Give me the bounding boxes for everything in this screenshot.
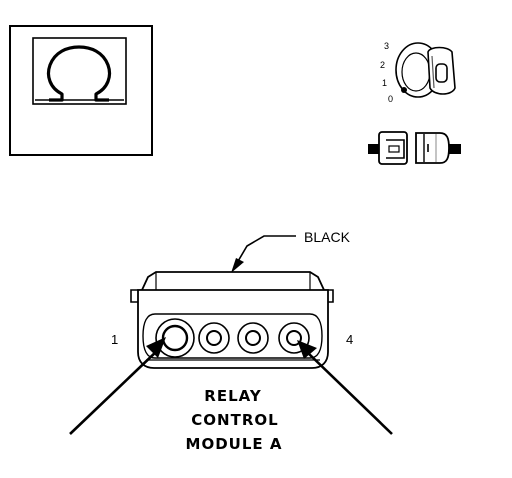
ignition-position-0: 0 [388,94,393,104]
ignition-key-icon [395,42,456,98]
ignition-position-1: 1 [382,78,387,88]
connector-name-line-3: MODULE A [186,435,283,453]
relay-control-module-connector: 1 4 [111,271,353,369]
probe-arrow-right [297,340,393,435]
connector-name-line-1: RELAY [204,387,262,405]
terminal-1 [155,318,195,358]
ignition-position-3: 3 [384,41,389,51]
pin-1-label: 1 [111,332,118,347]
ohm-symbol-icon [46,45,112,102]
ignition-switch: 3 2 1 0 [380,41,456,104]
ohmmeter-panel [9,25,153,156]
connector-name: RELAY CONTROL MODULE A [186,387,283,453]
ignition-position-2: 2 [380,60,385,70]
probe-arrow-left [69,337,166,435]
pin-4-label: 4 [346,332,353,347]
terminal-2 [198,322,230,354]
wire-color-label: BLACK [304,229,351,245]
terminal-3 [237,322,269,354]
connector-name-line-2: CONTROL [191,411,278,429]
connector-disconnect-icon [368,131,461,165]
wire-color-callout: BLACK [231,229,351,273]
